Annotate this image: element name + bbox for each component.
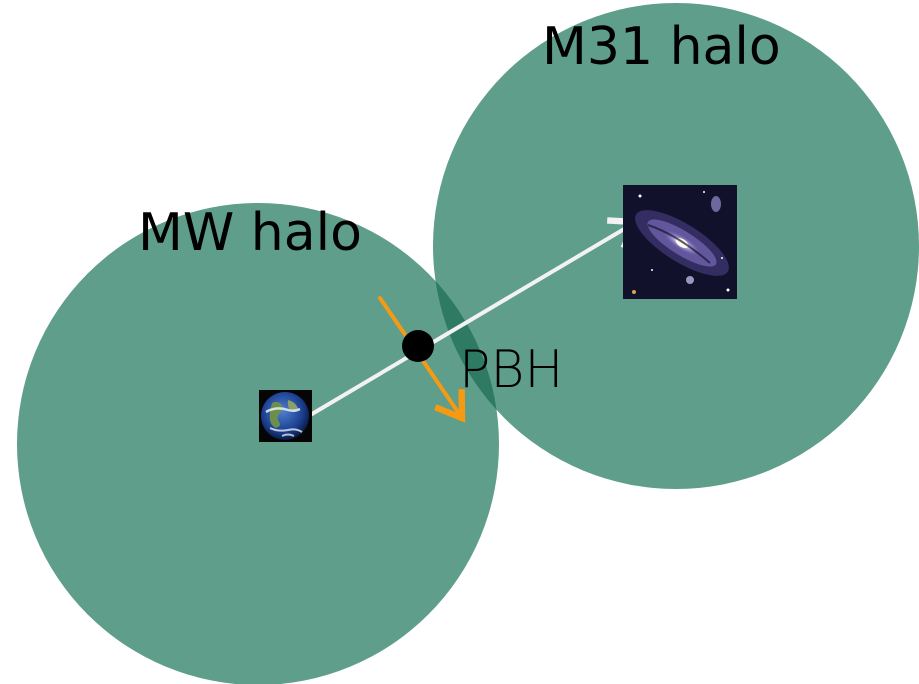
andromeda-galaxy-image xyxy=(623,185,737,299)
mw-halo-circle xyxy=(17,203,499,684)
m31-halo-label: M31 halo xyxy=(542,17,781,77)
pbh-label: PBH xyxy=(459,340,564,400)
line-of-sight-arrow xyxy=(310,217,641,416)
pbh-dot xyxy=(402,330,434,362)
earth-image xyxy=(259,390,312,442)
mw-halo-label: MW halo xyxy=(138,203,362,263)
